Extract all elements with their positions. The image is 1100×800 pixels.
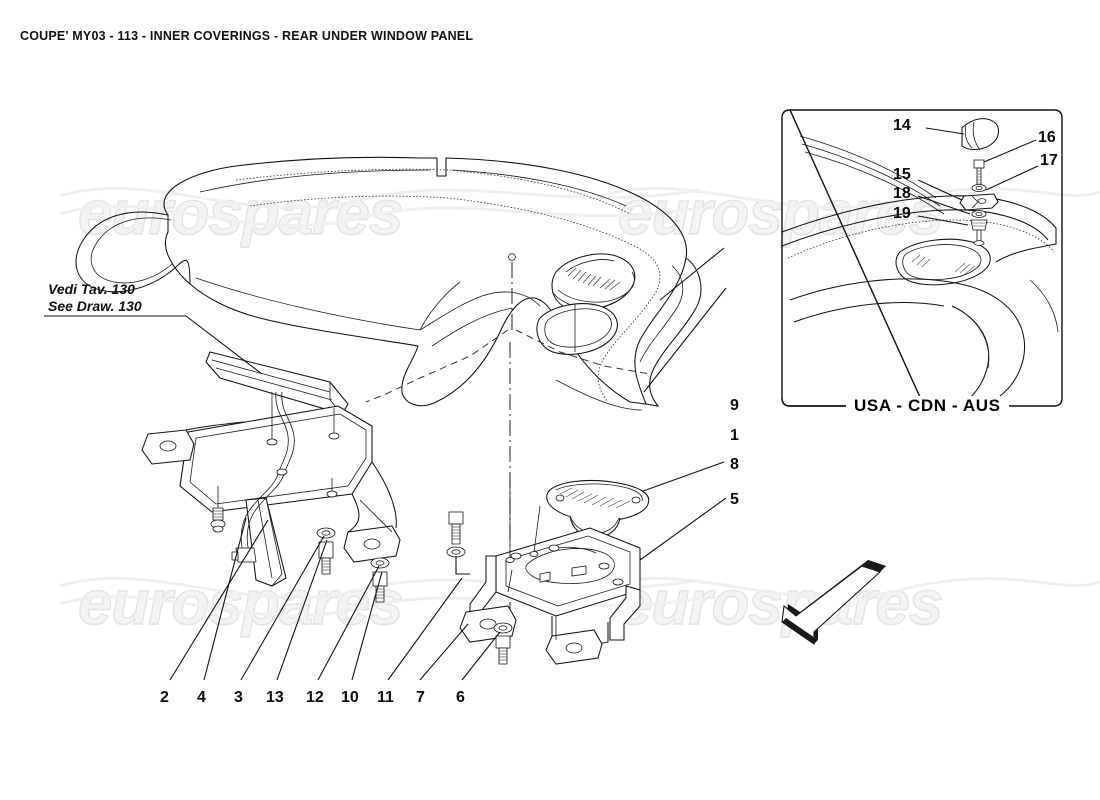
inset-hardware-stack — [959, 118, 1000, 246]
leader-3 — [240, 535, 325, 681]
leader-19 — [917, 215, 969, 226]
callout-10[interactable]: 10 — [341, 689, 359, 706]
callout-1[interactable]: 1 — [730, 427, 739, 444]
bottom-leader-lines — [169, 517, 501, 681]
left-hanging-fastener — [210, 486, 226, 533]
left-mount-plate — [179, 405, 373, 513]
left-speaker-assembly — [141, 351, 401, 603]
leader-6 — [461, 631, 501, 681]
right-speaker-assembly — [446, 478, 650, 665]
leader-12 — [317, 565, 380, 681]
right-speaker — [546, 479, 650, 538]
callout-2[interactable]: 2 — [160, 689, 169, 706]
panel-grille-lower — [536, 303, 618, 355]
leader-10 — [351, 571, 383, 681]
leader-11-hook — [455, 556, 470, 575]
leader-11 — [387, 577, 463, 681]
callout-14[interactable]: 14 — [893, 117, 911, 134]
dashed-link-left — [365, 329, 509, 403]
see-drawing-note: Vedi Tav. 130 See Draw. 130 — [48, 281, 218, 315]
callout-15[interactable]: 15 — [893, 166, 911, 183]
inset-variant-box — [781, 109, 1063, 407]
callout-4[interactable]: 4 — [197, 689, 206, 706]
leader-5 — [639, 497, 727, 561]
callout-5[interactable]: 5 — [730, 491, 739, 508]
leader-15 — [917, 179, 963, 201]
left-mount-bracket — [141, 421, 401, 563]
leader-1 — [643, 287, 727, 393]
dashed-link-right — [515, 329, 651, 375]
fastener-stack-c — [446, 511, 470, 575]
callout-19[interactable]: 19 — [893, 205, 911, 222]
callout-18[interactable]: 18 — [893, 185, 911, 202]
rear-under-window-panel — [75, 156, 702, 411]
leader-7 — [419, 623, 469, 681]
callout-7[interactable]: 7 — [416, 689, 425, 706]
callout-6[interactable]: 6 — [456, 689, 465, 706]
see-drawing-en: See Draw. 130 — [48, 298, 142, 314]
leader-13 — [276, 539, 328, 681]
panel-grille-upper — [551, 253, 636, 311]
left-channel-strut — [245, 497, 287, 587]
leader-18 — [917, 195, 971, 215]
see-draw-leader — [44, 315, 263, 375]
leader-16 — [983, 139, 1037, 163]
callout-16[interactable]: 16 — [1038, 129, 1056, 146]
leader-9 — [659, 247, 725, 301]
callout-12[interactable]: 12 — [306, 689, 324, 706]
page-title: COUPE' MY03 - 113 - INNER COVERINGS - RE… — [20, 29, 474, 43]
right-pin-1 — [533, 505, 541, 553]
leader-14 — [925, 127, 965, 135]
leader-4 — [203, 517, 247, 681]
callout-13[interactable]: 13 — [266, 689, 284, 706]
direction-arrow — [781, 560, 886, 645]
inset-panel-art — [781, 135, 1059, 405]
leader-17 — [985, 165, 1039, 191]
right-mount-bracket — [459, 527, 641, 665]
centerline-origin — [508, 253, 516, 261]
fastener-stack-b — [370, 557, 390, 603]
callout-3[interactable]: 3 — [234, 689, 243, 706]
fastener-stack-a — [316, 527, 336, 575]
callout-17[interactable]: 17 — [1040, 152, 1058, 169]
inset-caption: USA - CDN - AUS — [846, 396, 1009, 416]
callout-8[interactable]: 8 — [730, 456, 739, 473]
see-drawing-it: Vedi Tav. 130 — [48, 281, 135, 297]
callout-9[interactable]: 9 — [730, 397, 739, 414]
watermark-swoosh-group — [59, 186, 1100, 618]
leader-2 — [169, 519, 269, 681]
callout-11[interactable]: 11 — [377, 689, 394, 706]
fastener-stack-d — [493, 622, 513, 665]
